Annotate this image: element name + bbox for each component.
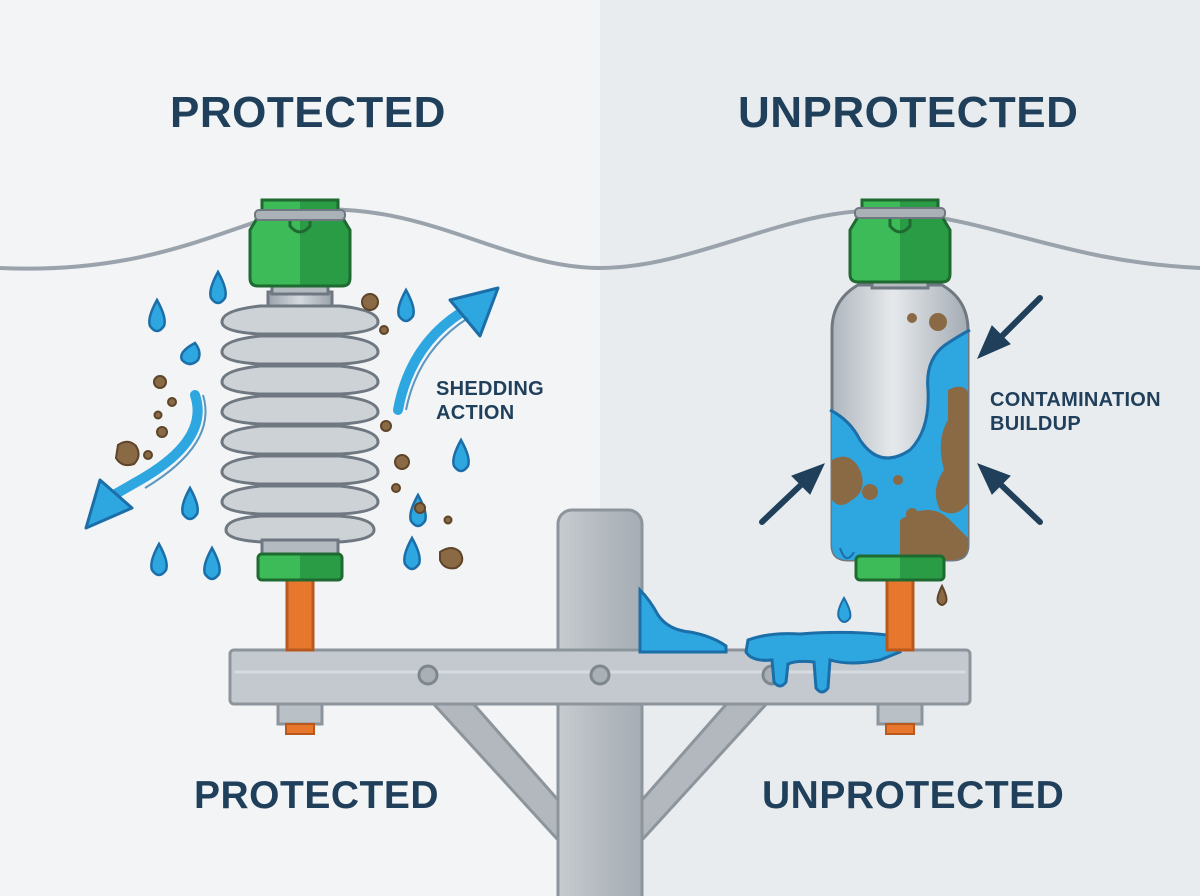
heading-protected-bottom: PROTECTED [194,774,440,817]
heading-unprotected-top: UNPROTECTED [738,88,1079,137]
power-line-icon [0,207,1200,271]
pooled-water [638,586,902,694]
shedding-arrow-outline [144,317,469,489]
shedding-action-line-1: SHEDDING [436,378,544,400]
water-drop-icon [148,269,470,581]
shedding-action-line-2: ACTION [436,402,515,424]
inward-arrow-icon [759,295,1043,525]
heading-unprotected-bottom: UNPROTECTED [762,774,1065,817]
contamination-buildup-line-2: BUILDUP [990,413,1081,435]
shedded-insulator-icon [220,198,380,652]
heading-protected-top: PROTECTED [170,88,446,137]
shedding-action-label: SHEDDING ACTION [436,377,544,425]
utility-pole-icon [228,508,972,896]
dirt-particle-icon [114,293,464,570]
contamination-buildup-line-1: CONTAMINATION [990,389,1161,411]
contamination-buildup-label: CONTAMINATION BUILDUP [990,388,1161,436]
contaminated-insulator-icon [829,198,971,652]
curved-arrow-icon [84,286,500,530]
